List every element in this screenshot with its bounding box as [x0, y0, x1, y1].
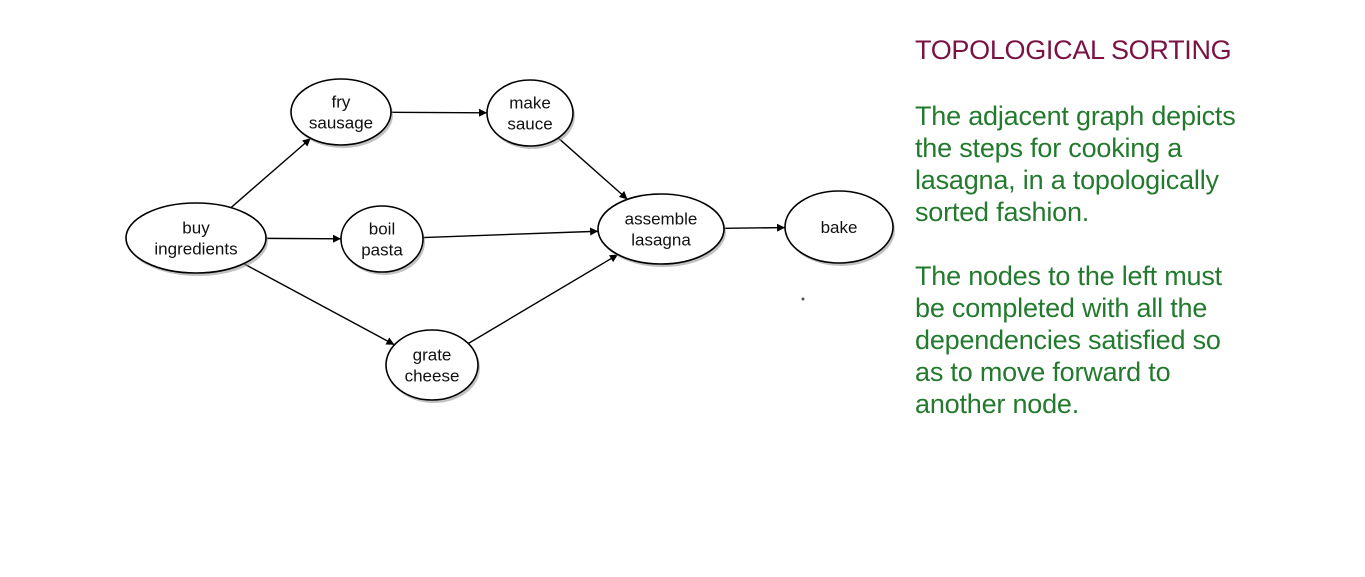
node-label-fry-line-2: sausage: [309, 114, 373, 133]
node-sauce: make sauce: [486, 79, 575, 149]
edges-layer: [230, 108, 786, 346]
node-label-assemble-line-2: lasagna: [631, 231, 691, 250]
node-buy: buy ingredients: [125, 202, 268, 276]
node-ellipse: [597, 193, 725, 265]
node-ellipse: [486, 79, 574, 147]
edge-sauce-to-assemble: [557, 137, 628, 200]
node-label-sauce-line-2: sauce: [507, 115, 552, 134]
nodes-layer: buy ingredients fry sausage boil pasta grate ch…: [125, 78, 895, 403]
node-label-boil-line-2: pasta: [361, 241, 403, 260]
node-label-assemble-line-1: assemble: [625, 210, 698, 229]
node-ellipse: [340, 205, 424, 273]
description-panel: TOPOLOGICAL SORTING The adjacent graph d…: [915, 32, 1355, 452]
node-fry: fry sausage: [290, 78, 393, 148]
node-grate: grate cheese: [385, 329, 480, 403]
description-paragraph-1: The adjacent graph depicts the steps for…: [915, 101, 1236, 227]
edge-boil-to-assemble: [422, 227, 599, 239]
edge-fry-to-sauce: [390, 108, 488, 117]
stray-dot: [801, 297, 805, 301]
node-bake: bake: [784, 190, 895, 266]
lasagna-dependency-graph: buy ingredients fry sausage boil pasta grate ch…: [125, 78, 895, 403]
node-label-bake-line-1: bake: [821, 218, 858, 237]
edge-buy-to-fry: [230, 137, 312, 209]
panel-title: TOPOLOGICAL SORTING: [915, 35, 1232, 65]
node-ellipse: [385, 329, 479, 401]
node-label-fry-line-1: fry: [332, 93, 351, 112]
node-assemble: assemble lasagna: [597, 193, 726, 267]
description-paragraph-2: The nodes to the left must be completed …: [915, 261, 1222, 419]
node-ellipse: [784, 190, 894, 264]
node-label-grate-line-1: grate: [413, 346, 452, 365]
edge-grate-to-assemble: [467, 253, 619, 345]
node-ellipse: [290, 78, 392, 146]
node-label-buy-line-1: buy: [182, 219, 210, 238]
node-label-grate-line-2: cheese: [405, 367, 460, 386]
node-label-boil-line-1: boil: [369, 220, 395, 239]
node-label-sauce-line-1: make: [509, 94, 551, 113]
node-boil: boil pasta: [340, 205, 425, 275]
node-ellipse: [125, 202, 267, 274]
edge-buy-to-grate: [243, 263, 395, 346]
node-label-buy-line-2: ingredients: [154, 240, 237, 259]
edge-assemble-to-bake: [723, 223, 786, 232]
